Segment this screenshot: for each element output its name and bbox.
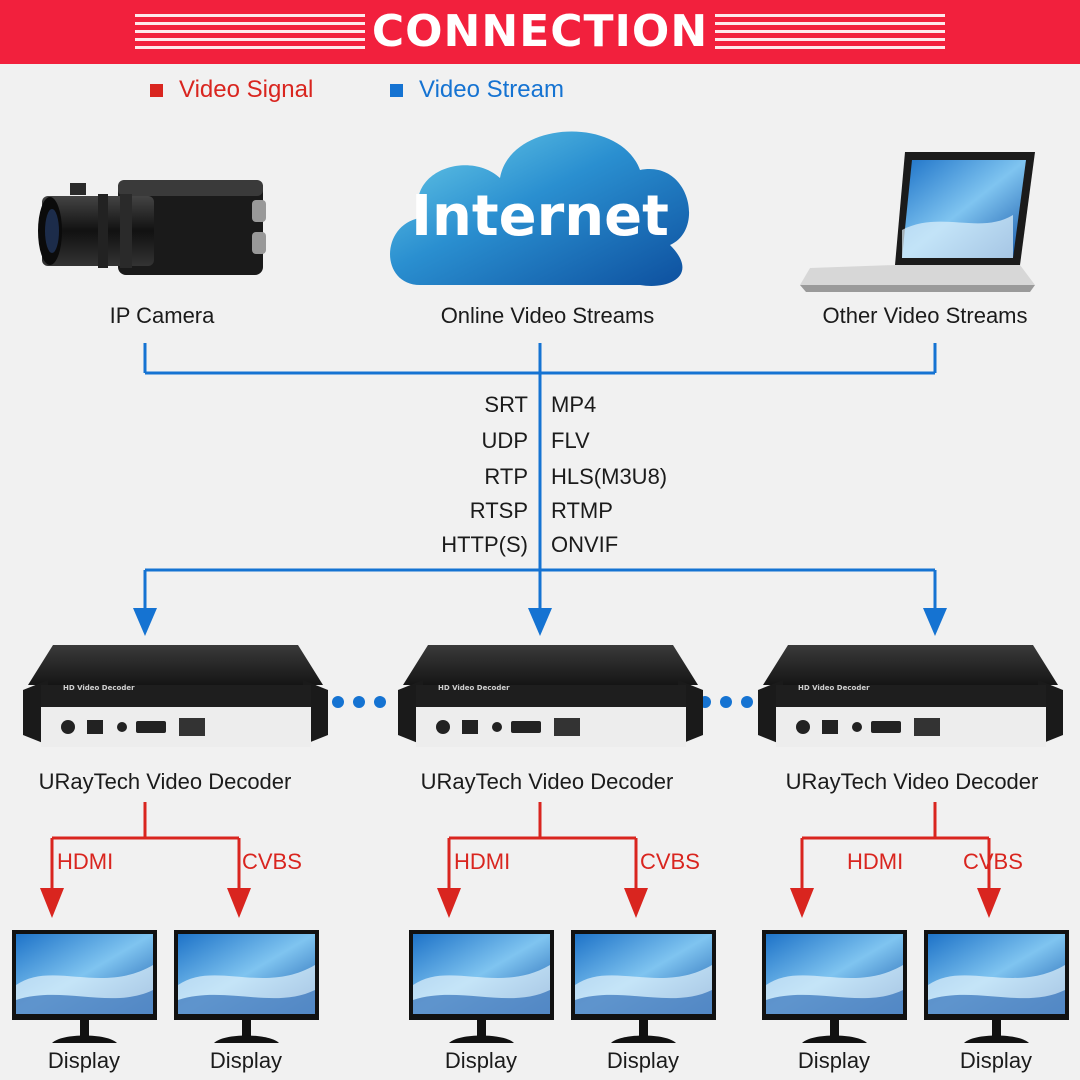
protocol-left-5: HTTP(S) [441, 532, 528, 557]
decoder-device-2: HD Video Decoder [398, 645, 703, 747]
signal-lines-1 [50, 802, 241, 890]
header-bar: CONNECTION [0, 0, 1080, 64]
signal-arrows-2 [437, 888, 648, 918]
output-cvbs-3: CVBS [963, 849, 1023, 874]
stream-arrows [133, 608, 947, 636]
decoder-label-1: URayTech Video Decoder [38, 769, 292, 794]
header-stripes-left [135, 14, 365, 52]
monitor-icon-2 [174, 930, 319, 1043]
stream-top-bus [143, 343, 937, 612]
legend-stream-swatch [390, 83, 403, 97]
monitor-icon-1 [12, 930, 157, 1043]
decoder-panel-title: HD Video Decoder [63, 684, 135, 692]
protocol-right-5: ONVIF [551, 532, 619, 557]
monitor-icon-5 [762, 930, 907, 1043]
display-label-1: Display [47, 1048, 121, 1073]
monitor-icon-6 [924, 930, 1069, 1043]
signal-arrows-3 [790, 888, 1001, 918]
ellipsis-dots-2 [699, 696, 753, 708]
display-label-3: Display [444, 1048, 518, 1073]
protocol-right-4: RTMP [551, 498, 613, 523]
display-label-6: Display [959, 1048, 1033, 1073]
legend-signal-label: Video Signal [179, 76, 314, 103]
output-cvbs-2: CVBS [640, 849, 700, 874]
laptop-icon [800, 152, 1035, 292]
decoder-panel-title: HD Video Decoder [438, 684, 510, 692]
cloud-text: Internet [411, 184, 669, 249]
protocol-right-2: FLV [551, 428, 590, 453]
output-hdmi-3: HDMI [847, 849, 904, 874]
protocol-left-2: UDP [481, 428, 528, 453]
decoder-label-3: URayTech Video Decoder [785, 769, 1039, 794]
decoder-panel-title: HD Video Decoder [798, 684, 870, 692]
decoder-device-3: HD Video Decoder [758, 645, 1063, 747]
protocol-right-3: HLS(M3U8) [551, 464, 668, 489]
monitor-icon-3 [409, 930, 554, 1043]
online-video-streams-label: Online Video Streams [440, 303, 655, 328]
protocol-left-3: RTP [484, 464, 528, 489]
signal-arrows-1 [40, 888, 251, 918]
cloud-icon [390, 131, 690, 286]
protocol-left-4: RTSP [469, 498, 528, 523]
monitor-icon-4 [571, 930, 716, 1043]
display-label-4: Display [606, 1048, 680, 1073]
decoder-device-1: HD Video Decoder [23, 645, 328, 747]
legend-video-stream: Video Stream [390, 76, 564, 104]
output-hdmi-1: HDMI [57, 849, 114, 874]
ip-camera-label: IP Camera [109, 303, 215, 328]
ellipsis-dots-1 [332, 696, 386, 708]
signal-lines-2 [447, 802, 638, 890]
legend-video-signal: Video Signal [150, 76, 313, 104]
legend-stream-label: Video Stream [419, 76, 564, 103]
decoder-label-2: URayTech Video Decoder [420, 769, 674, 794]
protocol-right-1: MP4 [551, 392, 597, 417]
other-video-streams-label: Other Video Streams [822, 303, 1028, 328]
output-hdmi-2: HDMI [454, 849, 511, 874]
display-label-5: Display [797, 1048, 871, 1073]
output-cvbs-1: CVBS [242, 849, 302, 874]
header-stripes-right [715, 14, 945, 52]
signal-lines-3 [800, 802, 991, 890]
ip-camera-icon [38, 180, 266, 275]
legend-signal-swatch [150, 83, 163, 97]
display-label-2: Display [209, 1048, 283, 1073]
protocol-left-1: SRT [484, 392, 528, 417]
page-title: CONNECTION [371, 6, 709, 57]
